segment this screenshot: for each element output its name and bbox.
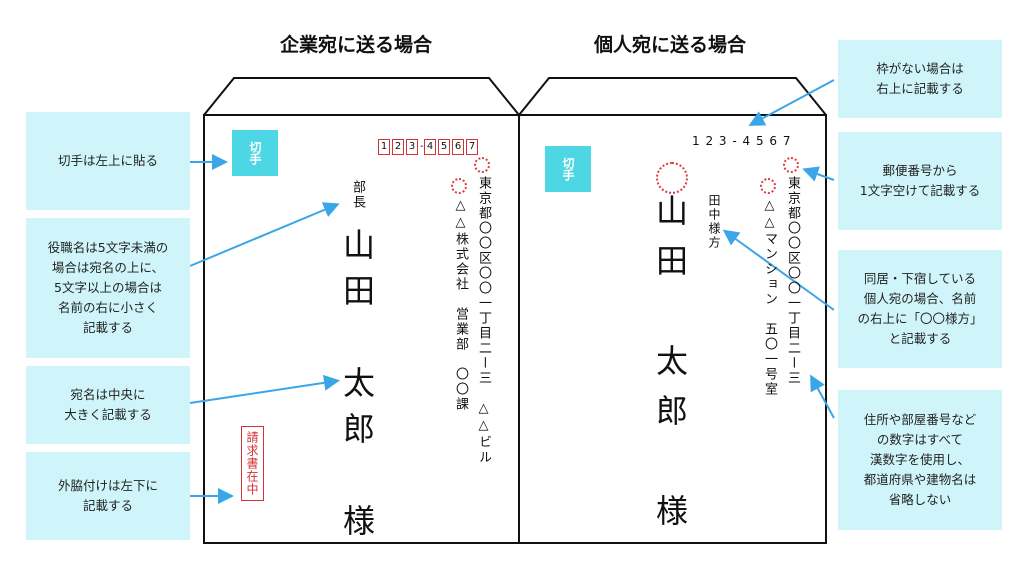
postal-digit: 1 xyxy=(378,139,390,155)
placeholder-circle xyxy=(451,178,467,194)
placeholder-circle xyxy=(783,157,799,173)
postal-digit: 2 xyxy=(392,139,404,155)
corporate-side-note: 請求書在中 xyxy=(241,426,264,501)
personal-envelope-flap xyxy=(518,77,827,116)
placeholder-circle xyxy=(760,178,776,194)
arrow-no-frame xyxy=(748,79,835,126)
callout-stamp-text: 切手は左上に貼る xyxy=(57,153,158,168)
arrow-postal-space xyxy=(802,166,835,182)
arrow-name-center xyxy=(189,374,340,404)
callout-job-title-text: 役職名は5文字未満の 場合は宛名の上に、 5文字以上の場合は 名前の右に小さく … xyxy=(47,240,169,335)
corporate-address-line2: △△株式会社 営業部 〇〇課 xyxy=(453,198,468,412)
heading-personal: 個人宛に送る場合 xyxy=(593,34,746,56)
placeholder-circle xyxy=(656,162,688,194)
callout-postal-space-text: 郵便番号から 1文字空けて記載する xyxy=(859,163,981,198)
corporate-recipient-name: 山田 太郎 様 xyxy=(338,228,376,550)
callout-kanji-numbers-text: 住所や部屋番号など の数字はすべて 漢数字を使用し、 都道府県や建物名は 省略し… xyxy=(863,412,977,507)
callout-care-of: 同居・下宿している 個人宛の場合、名前 の右上に「〇〇様方」 と記載する xyxy=(838,250,1002,368)
callout-job-title: 役職名は5文字未満の 場合は宛名の上に、 5文字以上の場合は 名前の右に小さく … xyxy=(26,218,190,358)
heading-corporate: 企業宛に送る場合 xyxy=(279,34,432,56)
callout-kanji-numbers: 住所や部屋番号など の数字はすべて 漢数字を使用し、 都道府県や建物名は 省略し… xyxy=(838,390,1002,530)
personal-address-line1: 東京都〇〇区〇〇一丁目二ー三 xyxy=(785,176,800,386)
callout-side-note-text: 外脇付けは左下に 記載する xyxy=(57,478,158,513)
postal-digit: 6 xyxy=(452,139,464,155)
arrow-care-of xyxy=(722,229,835,311)
callout-no-frame-text: 枠がない場合は 右上に記載する xyxy=(876,61,964,96)
callout-postal-space: 郵便番号から 1文字空けて記載する xyxy=(838,132,1002,230)
postal-digit: 5 xyxy=(438,139,450,155)
callout-stamp: 切手は左上に貼る xyxy=(26,112,190,210)
arrow-kanji-numbers xyxy=(810,374,835,419)
postal-digit: 7 xyxy=(466,139,478,155)
personal-envelope-body xyxy=(518,114,827,544)
personal-care-of: 田中様方 xyxy=(707,194,721,250)
corporate-address-line1: 東京都〇〇区〇〇一丁目二ー三 △△ビル xyxy=(476,176,491,465)
callout-no-frame: 枠がない場合は 右上に記載する xyxy=(838,40,1002,118)
personal-postal-code: 1 2 3 - 4 5 6 7 xyxy=(692,134,792,148)
personal-recipient-name: 山田 太郎 様 xyxy=(651,194,689,544)
postal-digit: 3 xyxy=(406,139,418,155)
callout-side-note: 外脇付けは左下に 記載する xyxy=(26,452,190,540)
stamp-corporate: 切手 xyxy=(232,130,278,176)
callout-name-center: 宛名は中央に 大きく記載する xyxy=(26,366,190,444)
stamp-personal: 切手 xyxy=(545,146,591,192)
placeholder-circle xyxy=(474,157,490,173)
callout-care-of-text: 同居・下宿している 個人宛の場合、名前 の右上に「〇〇様方」 と記載する xyxy=(857,271,983,346)
personal-address-line2: △△マンション 五〇一号室 xyxy=(762,198,777,397)
callout-name-center-text: 宛名は中央に 大きく記載する xyxy=(64,387,152,422)
arrow-job-title xyxy=(189,202,340,267)
corporate-job-title: 部長 xyxy=(350,180,365,210)
postal-digit: 4 xyxy=(424,139,436,155)
corporate-envelope-flap xyxy=(203,77,520,116)
